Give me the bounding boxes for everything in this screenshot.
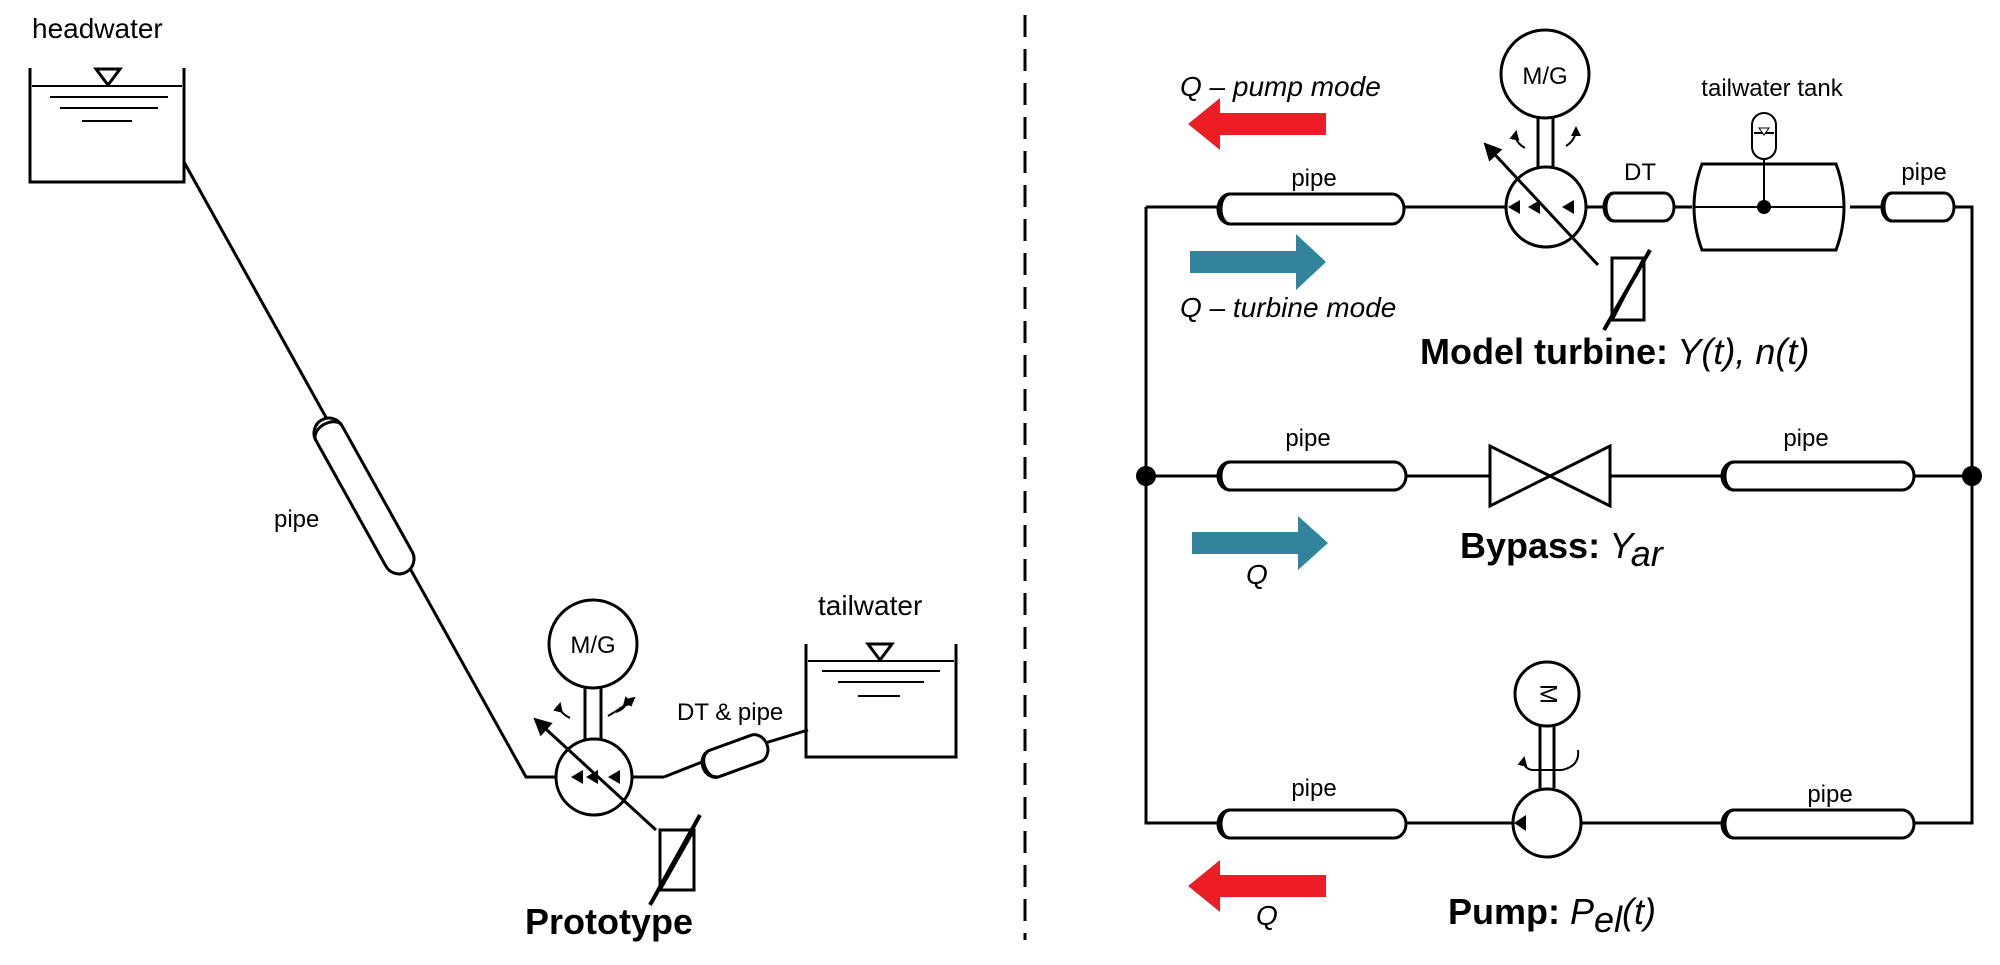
- penstock-line: [182, 161, 556, 779]
- headwater-reservoir: headwater: [28, 13, 186, 184]
- motor-generator: M/G: [547, 598, 639, 739]
- pump-title: Pump: Pel(t): [1448, 891, 1656, 940]
- pump-flow-label: Q: [1256, 900, 1278, 931]
- turbine-mode-label: Q – turbine mode: [1180, 292, 1396, 323]
- pipe-label: pipe: [274, 506, 319, 533]
- bypass-flow-label: Q: [1246, 559, 1268, 590]
- turbine-branch: pipe M/G: [1216, 28, 1956, 372]
- pump-mode-flow-arrow: [1188, 98, 1326, 150]
- pipe-label: pipe: [1291, 775, 1336, 802]
- headwater-label: headwater: [32, 13, 163, 44]
- bypass-flow-arrow: [1192, 516, 1328, 570]
- bypass-branch: pipe pipe Q Bypass: Yar: [1192, 425, 1916, 590]
- model-turbine: [1483, 142, 1600, 267]
- pump-inlet-pipe: [1216, 808, 1408, 840]
- rotation-arrow-icon: [1565, 126, 1581, 147]
- turbine-inlet-pipe: [1216, 192, 1406, 226]
- model-test-rig: Q – pump mode Q – turbine mode pipe M/G: [1136, 28, 1982, 940]
- water-level-icon: [93, 67, 123, 88]
- water-level-icon: [865, 642, 895, 663]
- adjustable-arrow-icon: [533, 717, 658, 832]
- draft-tube-pipe: [700, 733, 770, 779]
- bypass-valve-icon: [1488, 443, 1612, 509]
- tailwater-outlet-pipe: [1880, 191, 1956, 223]
- model-generator-box: [1602, 249, 1652, 331]
- tailwater-tank: tailwater tank: [1692, 75, 1846, 252]
- pump-outlet-pipe: [1720, 808, 1916, 840]
- pump-flow-arrow: [1188, 860, 1326, 912]
- tailwater-tank-label: tailwater tank: [1701, 75, 1843, 102]
- penstock-pipe: [312, 416, 416, 576]
- pipe-label: pipe: [1807, 781, 1852, 808]
- pump-motor-label: M: [1535, 684, 1562, 704]
- motor-generator-label: M/G: [1522, 63, 1567, 90]
- motor-generator-label: M/G: [570, 632, 615, 659]
- pipe-label: pipe: [1783, 425, 1828, 452]
- pump-motor: M: [1513, 660, 1581, 788]
- dt-label: DT: [1624, 159, 1656, 186]
- bypass-outlet-pipe: [1720, 460, 1916, 492]
- prototype-title: Prototype: [525, 901, 693, 942]
- pump-branch: pipe M pipe Q Pump: [1188, 660, 1916, 940]
- rotation-arrow-icon: [553, 702, 571, 719]
- adjustable-arrow-icon: [1483, 142, 1600, 267]
- dt-pipe-label: DT & pipe: [677, 699, 783, 726]
- draft-tube-pipe: [1602, 191, 1676, 223]
- bypass-title: Bypass: Yar: [1460, 525, 1665, 574]
- pipe-label: pipe: [1291, 165, 1336, 192]
- prototype-turbine: [533, 717, 664, 832]
- tailwater-reservoir: tailwater: [804, 590, 958, 759]
- pipe-label: pipe: [1901, 159, 1946, 186]
- model-motor-generator: M/G: [1499, 28, 1591, 170]
- rotation-arrow-icon: [1509, 130, 1526, 149]
- pipe-label: pipe: [1285, 425, 1330, 452]
- junction-left: [1136, 466, 1156, 486]
- prototype-schematic: headwater pipe M/G: [28, 13, 958, 942]
- rotation-arrow-icon: [1517, 749, 1580, 771]
- model-turbine-title: Model turbine: Y(t), n(t): [1420, 331, 1809, 372]
- tailwater-label: tailwater: [818, 590, 922, 621]
- junction-right: [1962, 466, 1982, 486]
- bypass-inlet-pipe: [1216, 460, 1408, 492]
- pump-mode-label: Q – pump mode: [1180, 71, 1381, 102]
- rotation-arrow-icon: [607, 696, 636, 717]
- pump: [1511, 787, 1583, 859]
- turbine-mode-flow-arrow: [1190, 234, 1326, 290]
- generator-box: [648, 814, 702, 906]
